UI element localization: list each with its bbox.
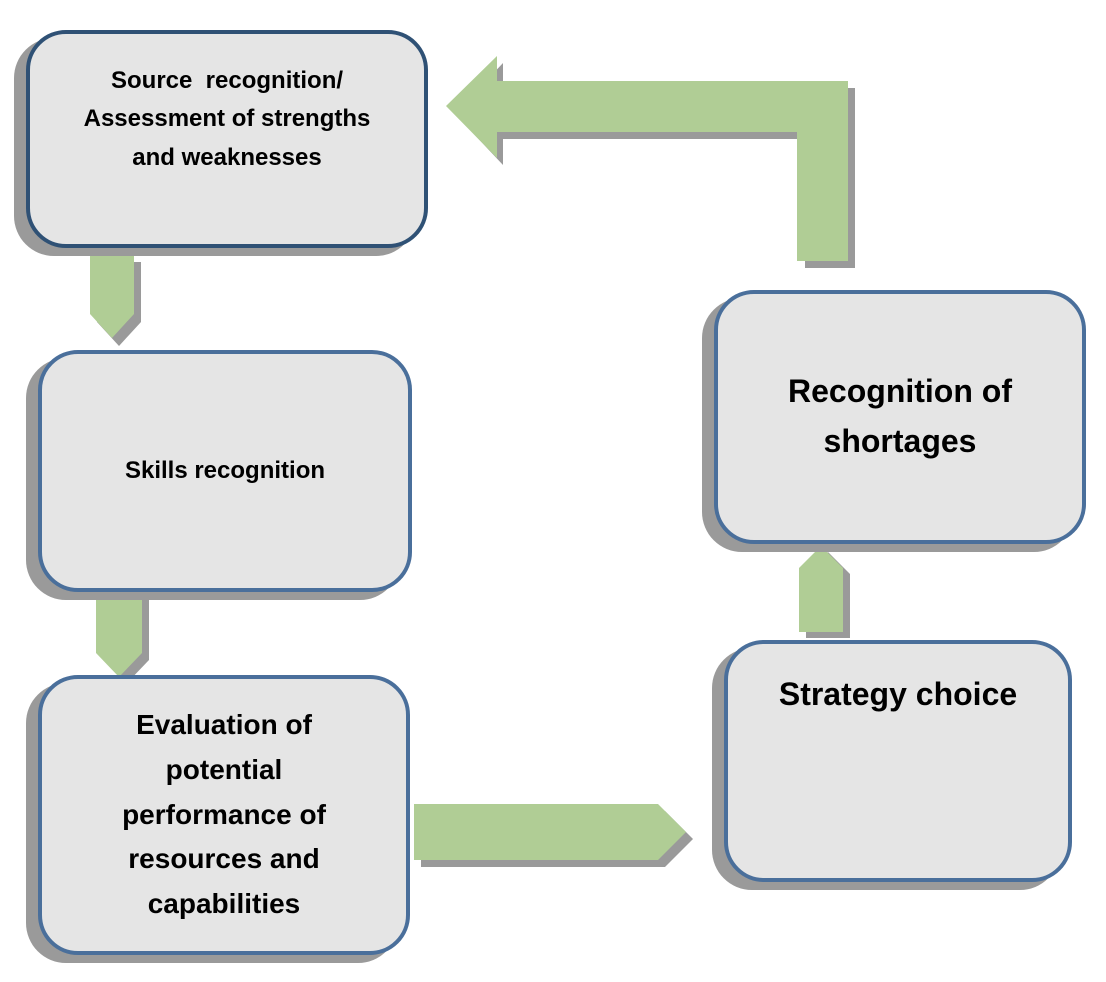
label-line: Evaluation of (136, 709, 312, 740)
node-skills-recognition: Skills recognition (38, 350, 412, 592)
node-label: Evaluation of potential performance of r… (122, 703, 326, 927)
node-strategy-choice: Strategy choice (724, 640, 1072, 882)
node-recognition-of-shortages: Recognition of shortages (714, 290, 1086, 544)
node-label: Recognition of shortages (788, 367, 1012, 466)
node-source-recognition: Source recognition/ Assessment of streng… (26, 30, 428, 248)
label-line: potential (165, 753, 283, 785)
arrow-shortages-to-source (446, 56, 855, 268)
arrow-eval-to-strategy (414, 804, 693, 867)
arrow-body (96, 593, 142, 677)
label-line: Assessment of strengths (83, 105, 371, 133)
label-line: Source recognition/ (110, 67, 344, 94)
label-line: performance of (122, 798, 326, 830)
label-line: and weaknesses (132, 143, 322, 171)
label-line: resources and (128, 843, 320, 875)
arrow-strategy-to-shortages (799, 546, 850, 638)
node-evaluation: Evaluation of potential performance of r… (38, 675, 410, 955)
arrow-body (799, 546, 843, 632)
label-line: shortages (823, 423, 977, 459)
label-line: capabilities (147, 888, 301, 920)
node-label: Strategy choice (779, 670, 1017, 720)
arrow-source-to-skills (90, 254, 141, 346)
arrow-body (90, 254, 134, 338)
label-line: Recognition of (788, 373, 1012, 410)
arrow-skills-to-eval (96, 593, 149, 684)
label-line: Skills recognition (124, 457, 326, 485)
node-label: Skills recognition (125, 452, 325, 489)
arrow-body (446, 56, 848, 261)
node-label: Source recognition/ Assessment of streng… (84, 62, 371, 177)
arrow-body (414, 804, 686, 860)
label-line: Strategy choice (778, 676, 1018, 712)
